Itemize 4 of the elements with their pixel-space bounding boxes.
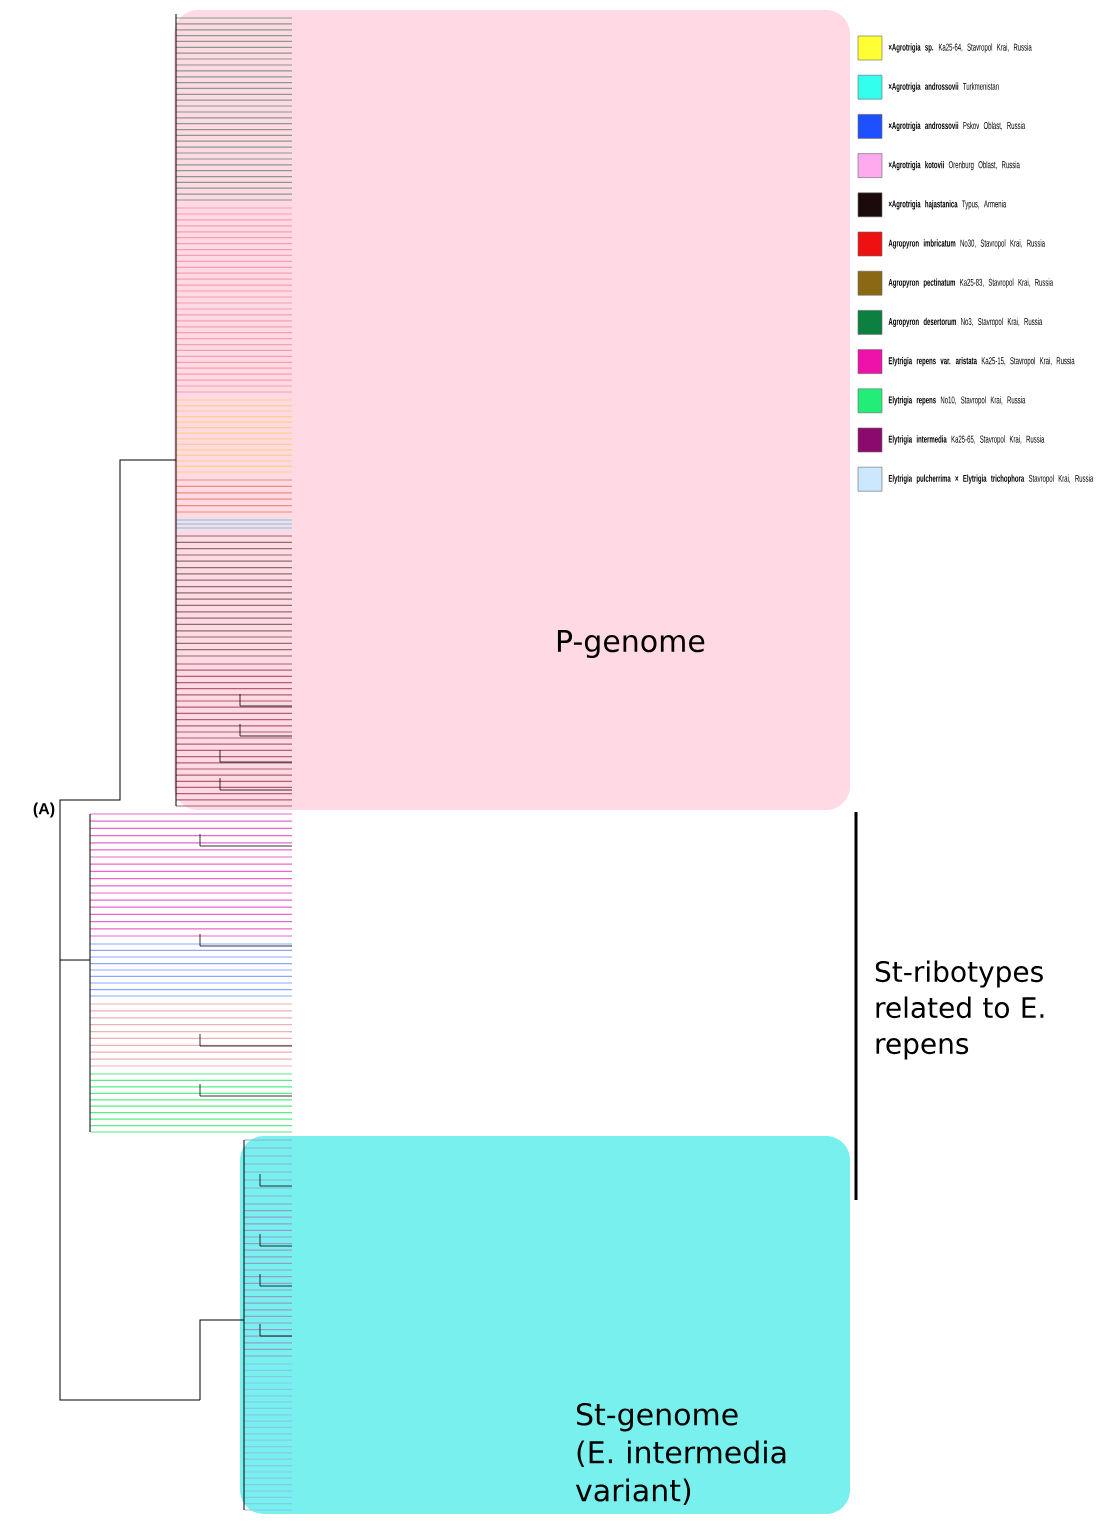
panel-label: (A): [33, 802, 55, 818]
clade-label: St-ribotypes related to E. repens: [875, 960, 1044, 1060]
clade-box: P-genome: [174, 10, 850, 810]
clade-box: St-genome (E. intermedia variant): [240, 1136, 850, 1514]
